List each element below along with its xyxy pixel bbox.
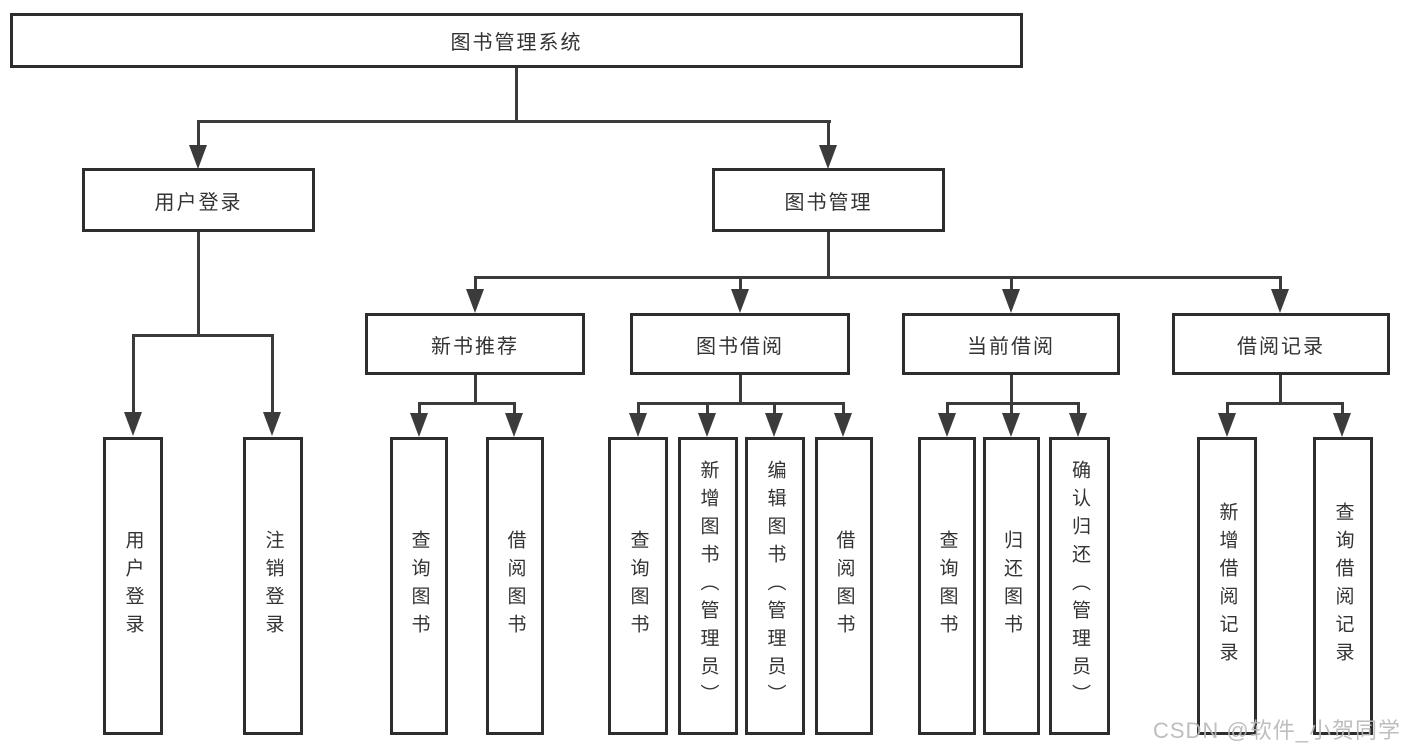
connector-to-login <box>132 334 135 414</box>
node-bb-query-book: 查询图书 <box>608 437 668 735</box>
arrowhead-logout-icon <box>263 412 281 436</box>
arrowhead-book-borrow-icon <box>731 289 749 313</box>
arrowhead-login-icon <box>124 412 142 436</box>
node-br-add-record-label: 新增借阅记录 <box>1216 502 1238 670</box>
connector-to-bb-edit <box>773 402 776 415</box>
connector-to-br-query <box>1341 402 1344 415</box>
connector-user-login-stem <box>197 232 200 337</box>
arrowhead-new-book-rec-icon <box>466 289 484 313</box>
arrowhead-book-mgmt-icon <box>819 145 837 169</box>
arrowhead-cb-query-icon <box>938 413 956 437</box>
arrowhead-current-borrow-icon <box>1002 289 1020 313</box>
connector-to-bb-add <box>706 402 709 415</box>
node-nbr-query-book: 查询图书 <box>390 437 448 735</box>
arrowhead-user-login-icon <box>189 145 207 169</box>
arrowhead-bb-query-icon <box>629 413 647 437</box>
connector-to-bb-borrow <box>842 402 845 415</box>
node-bb-edit-book: 编辑图书（管理员） <box>745 437 805 735</box>
arrowhead-bb-edit-icon <box>765 413 783 437</box>
node-nbr-borrow-book: 借阅图书 <box>486 437 544 735</box>
node-new-book-rec: 新书推荐 <box>365 313 585 375</box>
arrowhead-br-query-icon <box>1333 413 1351 437</box>
node-cb-confirm-return: 确认归还（管理员） <box>1049 437 1110 735</box>
arrowhead-nbr-borrow-icon <box>505 413 523 437</box>
csdn-watermark: CSDN @软件_小贺同学 <box>1152 718 1401 743</box>
node-borrow-records-label: 借阅记录 <box>1237 335 1325 358</box>
connector-to-current-borrow <box>1010 276 1013 290</box>
node-bb-borrow-book: 借阅图书 <box>815 437 873 735</box>
connector-to-borrow-records <box>1279 276 1282 290</box>
node-logout-label: 注销登录 <box>262 530 284 642</box>
arrowhead-nbr-query-icon <box>410 413 428 437</box>
node-cb-confirm-return-label: 确认归还（管理员） <box>1069 460 1090 712</box>
node-book-borrow-label: 图书借阅 <box>696 335 784 358</box>
node-current-borrow: 当前借阅 <box>902 313 1120 375</box>
connector-current-borrow-branch <box>946 402 1080 405</box>
connector-new-book-rec-branch <box>418 402 516 405</box>
connector-borrow-records-stem <box>1279 375 1282 405</box>
node-logout: 注销登录 <box>243 437 303 735</box>
node-login-label: 用户登录 <box>122 530 144 642</box>
node-root-label: 图书管理系统 <box>450 32 583 54</box>
connector-borrow-records-branch <box>1226 402 1344 405</box>
node-user-login: 用户登录 <box>82 168 315 232</box>
connector-to-cb-return <box>1010 402 1013 415</box>
arrowhead-borrow-records-icon <box>1271 289 1289 313</box>
node-cb-return-book-label: 归还图书 <box>1001 530 1022 642</box>
arrowhead-br-add-icon <box>1218 413 1236 437</box>
node-book-mgmt: 图书管理 <box>712 168 945 232</box>
node-cb-return-book: 归还图书 <box>983 437 1040 735</box>
node-new-book-rec-label: 新书推荐 <box>431 335 519 358</box>
connector-user-login-branch <box>132 334 274 337</box>
node-borrow-records: 借阅记录 <box>1172 313 1390 375</box>
connector-to-nbr-query <box>418 402 421 415</box>
node-br-add-record: 新增借阅记录 <box>1197 437 1257 735</box>
connector-to-book-mgmt <box>827 120 830 147</box>
arrowhead-bb-add-icon <box>698 413 716 437</box>
connector-book-borrow-stem <box>739 375 742 405</box>
node-cb-query-book: 查询图书 <box>918 437 976 735</box>
node-bb-add-book-label: 新增图书（管理员） <box>697 460 719 712</box>
node-bb-borrow-book-label: 借阅图书 <box>833 530 855 642</box>
arrowhead-bb-borrow-icon <box>834 413 852 437</box>
node-book-mgmt-label: 图书管理 <box>784 191 873 214</box>
connector-to-new-book-rec <box>474 276 477 290</box>
node-current-borrow-label: 当前借阅 <box>967 335 1055 358</box>
arrowhead-cb-return-icon <box>1002 413 1020 437</box>
node-bb-add-book: 新增图书（管理员） <box>678 437 738 735</box>
connector-to-nbr-borrow <box>513 402 516 415</box>
node-nbr-query-book-label: 查询图书 <box>408 530 430 642</box>
connector-to-br-add <box>1226 402 1229 415</box>
connector-book-borrow-branch <box>637 402 845 405</box>
connector-to-user-login <box>197 120 200 147</box>
node-book-borrow: 图书借阅 <box>630 313 850 375</box>
arrowhead-cb-confirm-icon <box>1069 413 1087 437</box>
node-user-login-label: 用户登录 <box>154 191 243 214</box>
node-br-query-record: 查询借阅记录 <box>1313 437 1373 735</box>
node-root: 图书管理系统 <box>10 13 1023 68</box>
node-cb-query-book-label: 查询图书 <box>936 530 958 642</box>
connector-to-logout <box>271 334 274 414</box>
node-login: 用户登录 <box>103 437 163 735</box>
connector-book-mgmt-branch <box>474 276 1282 279</box>
node-nbr-borrow-book-label: 借阅图书 <box>504 530 526 642</box>
node-bb-query-book-label: 查询图书 <box>627 530 649 642</box>
connector-root-stem <box>515 68 518 122</box>
node-br-query-record-label: 查询借阅记录 <box>1332 502 1354 670</box>
connector-to-cb-query <box>946 402 949 415</box>
connector-root-branch <box>197 120 831 123</box>
connector-book-mgmt-stem <box>827 232 830 279</box>
node-bb-edit-book-label: 编辑图书（管理员） <box>764 460 786 712</box>
connector-current-borrow-stem <box>1010 375 1013 405</box>
connector-to-bb-query <box>637 402 640 415</box>
connector-to-cb-confirm <box>1077 402 1080 415</box>
connector-new-book-rec-stem <box>474 375 477 405</box>
connector-to-book-borrow <box>739 276 742 290</box>
